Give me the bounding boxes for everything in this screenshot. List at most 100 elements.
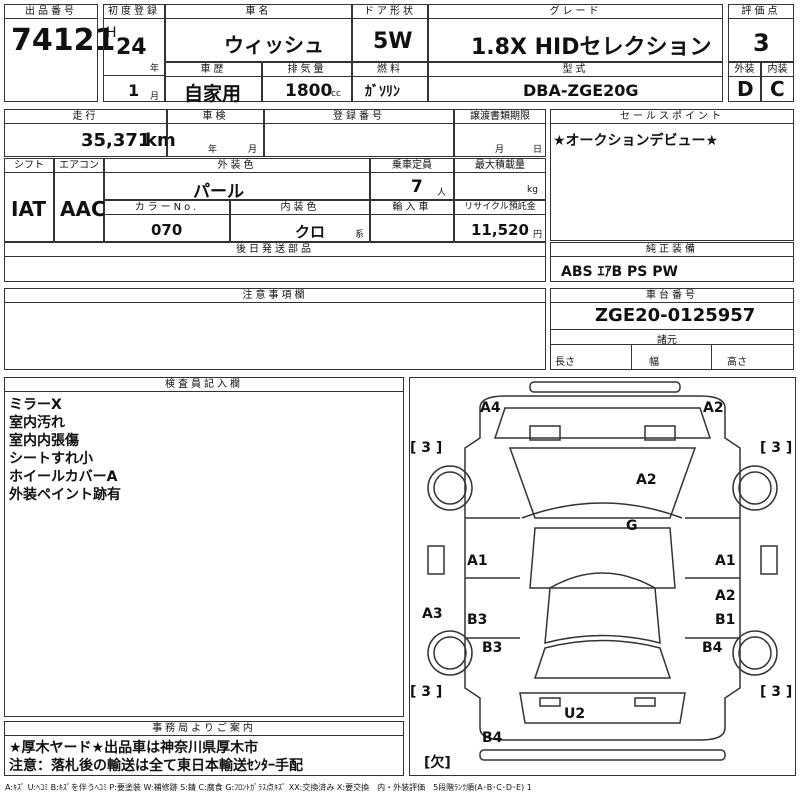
recycle-value: 11,520 xyxy=(471,221,529,239)
inspector-line: ミラーX xyxy=(9,397,62,413)
capacity-unit: 人 xyxy=(437,188,447,198)
mark-b4-right: B4 xyxy=(702,640,723,656)
sales-box: セールスポイント ★オークションデビュー★ xyxy=(550,109,794,241)
mark-a2-windshield: A2 xyxy=(636,472,657,488)
mark-bracket-rr: [ 3 ] xyxy=(760,684,793,700)
model-label: 型式 xyxy=(429,63,722,77)
shift-value: IAT xyxy=(11,197,47,221)
width-label: 幅 xyxy=(649,357,659,368)
inspector-line: 室内内張傷 xyxy=(9,433,79,449)
first-reg-label: 初度登録 xyxy=(104,5,164,19)
mark-b1: B1 xyxy=(715,612,736,628)
transfer-box: 譲渡書類期限 月 日 xyxy=(454,109,546,157)
equipment-box: 純正装備 ABS ｴｱB PS PW xyxy=(550,242,794,282)
mark-bracket-fl: [ 3 ] xyxy=(410,440,443,456)
load-unit: kg xyxy=(527,185,538,195)
sales-value: ★オークションデビュー★ xyxy=(553,133,719,149)
month: 1 xyxy=(128,81,140,100)
name-label: 車名 xyxy=(166,5,351,19)
grade-value: 1.8X HIDセレクション xyxy=(471,35,712,60)
inspector-label: 検査員記入欄 xyxy=(5,378,403,392)
legend: A:ｷｽﾞ U:ﾍｺﾐ B:ｷｽﾞを伴うﾍｺﾐ P:要塗装 W:補修跡 S:錆 … xyxy=(5,783,532,792)
load-box: 最大積載量 kg xyxy=(454,158,546,200)
mark-u2: U2 xyxy=(564,706,586,722)
chassis-box: 車台番号 ZGE20-0125957 諸元 長さ 幅 高さ xyxy=(550,288,794,370)
inspection-label: 車検 xyxy=(168,110,263,124)
mark-g: G xyxy=(626,518,638,534)
import-label: 輸入車 xyxy=(371,201,453,215)
mark-b4-rear: B4 xyxy=(482,730,503,746)
era: H xyxy=(106,25,117,41)
colorno-label: カラーNo. xyxy=(105,201,229,215)
later-parts-box: 後日発送部品 xyxy=(4,242,546,282)
model-box: 型式 DBA-ZGE20G xyxy=(428,62,723,102)
name-box: 車名 ウィッシュ xyxy=(165,4,352,62)
interior-label: 内装色 xyxy=(231,201,369,215)
displacement-unit: cc xyxy=(331,89,341,99)
inspector-box: 検査員記入欄 ミラーX 室内汚れ 室内内張傷 シートすれ小 ホイールカバーA 外… xyxy=(4,377,404,717)
interior-box: 内装色 クロ 系 xyxy=(230,200,370,242)
history-value: 自家用 xyxy=(184,83,242,105)
inspector-line: ホイールカバーA xyxy=(9,469,118,485)
mark-a2-right: A2 xyxy=(715,588,736,604)
first-reg-box: 初度登録 H 24 年 1 月 xyxy=(103,4,165,102)
interior-value: クロ xyxy=(295,223,326,241)
lot-label: 出品番号 xyxy=(5,5,97,19)
office-lines: ★厚木ヤード★出品車は神奈川県厚木市 注意：落札後の輸送は全て東日本輸送ｾﾝﾀｰ… xyxy=(9,739,303,775)
year: 24 xyxy=(116,35,147,60)
ext-value: D xyxy=(737,77,754,101)
mark-bracket-rl: [ 3 ] xyxy=(410,684,443,700)
door-label: ドア形状 xyxy=(353,5,427,19)
transfer-day-unit: 日 xyxy=(533,145,543,155)
mark-a1-right: A1 xyxy=(715,553,736,569)
lot-box: 出品番号 74121 xyxy=(4,4,115,102)
notes-label: 注意事項欄 xyxy=(5,289,545,303)
mileage-unit: km xyxy=(145,130,176,151)
grade-label: グレード xyxy=(429,5,722,19)
sales-label: セールスポイント xyxy=(551,110,793,124)
car-outline xyxy=(427,381,778,761)
mileage-value: 35,371 xyxy=(81,130,151,151)
displacement-label: 排気量 xyxy=(263,63,351,77)
reg-label: 登録番号 xyxy=(265,110,453,124)
inspector-lines: ミラーX 室内汚れ 室内内張傷 シートすれ小 ホイールカバーA 外装ペイント跡有 xyxy=(9,396,121,504)
recycle-label: リサイクル預託金 xyxy=(455,201,545,215)
length-label: 長さ xyxy=(555,357,575,368)
colorno-value: 070 xyxy=(151,221,183,239)
inspection-box: 車検 年 月 xyxy=(167,109,264,157)
car-diagram: A4 A2 [ 3 ] [ 3 ] A2 G A1 A1 A2 A3 B3 B1… xyxy=(409,377,796,776)
month-unit: 月 xyxy=(150,92,160,102)
model-value: DBA-ZGE20G xyxy=(523,81,639,100)
lot-value: 74121 xyxy=(11,23,116,58)
score-value: 3 xyxy=(753,29,770,57)
mileage-label: 走行 xyxy=(5,110,166,124)
name-value: ウィッシュ xyxy=(224,33,324,57)
mark-b3-lower: B3 xyxy=(482,640,503,656)
equipment-value: ABS ｴｱB PS PW xyxy=(561,264,678,280)
ext-box: 外装 D xyxy=(728,62,761,102)
mark-a4: A4 xyxy=(480,400,501,416)
history-label: 車歴 xyxy=(166,63,261,77)
interior-unit: 系 xyxy=(355,230,365,240)
capacity-box: 乗車定員 7 人 xyxy=(370,158,454,200)
door-box: ドア形状 5W xyxy=(352,4,428,62)
int-box: 内装 C xyxy=(761,62,794,102)
later-parts-label: 後日発送部品 xyxy=(5,243,545,257)
int-label: 内装 xyxy=(762,63,793,77)
ac-label: エアコン xyxy=(55,159,103,173)
office-box: 事務局よりご案内 ★厚木ヤード★出品車は神奈川県厚木市 注意：落札後の輸送は全て… xyxy=(4,721,404,776)
chassis-label: 車台番号 xyxy=(551,289,793,303)
equipment-label: 純正装備 xyxy=(551,243,793,257)
year-unit: 年 xyxy=(150,64,160,74)
history-box: 車歴 自家用 xyxy=(165,62,262,105)
displacement-value: 1800 xyxy=(285,81,333,101)
mileage-box: 走行 35,371 km xyxy=(4,109,176,157)
fuel-value: ｶﾞｿﾘﾝ xyxy=(365,84,400,100)
load-label: 最大積載量 xyxy=(455,159,545,173)
capacity-label: 乗車定員 xyxy=(371,159,453,173)
transfer-month-unit: 月 xyxy=(495,145,505,155)
inspection-month-unit: 月 xyxy=(248,145,258,155)
fuel-box: 燃料 ｶﾞｿﾘﾝ xyxy=(352,62,428,102)
score-label: 評価点 xyxy=(729,5,793,19)
import-box: 輸入車 xyxy=(370,200,454,242)
